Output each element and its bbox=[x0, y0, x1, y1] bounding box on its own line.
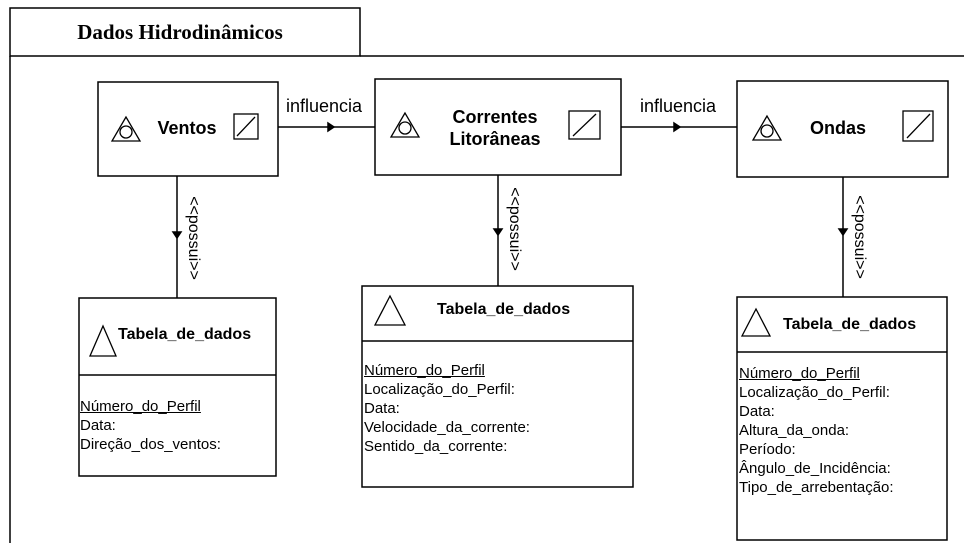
entity-icon bbox=[751, 114, 783, 141]
edge-label-possui-3: <<possui>> bbox=[851, 195, 868, 279]
class-name-correntes: Correntes Litorâneas bbox=[425, 104, 565, 152]
attribute-primary-key: Número_do_Perfil bbox=[80, 398, 201, 415]
table-box-ondas[interactable] bbox=[736, 296, 948, 541]
association-possui-3 bbox=[837, 177, 849, 297]
attribute-primary-key: Número_do_Perfil bbox=[364, 362, 485, 379]
table-triangle-icon bbox=[373, 294, 407, 326]
attribute: Ângulo_de_Incidência: bbox=[739, 460, 891, 477]
edge-label-influencia-1: influencia bbox=[286, 96, 363, 116]
edit-icon bbox=[902, 110, 934, 142]
attribute-primary-key: Número_do_Perfil bbox=[739, 365, 860, 382]
table-name-correntes: Tabela_de_dados bbox=[437, 301, 571, 318]
table-box-correntes[interactable] bbox=[361, 285, 634, 488]
attribute: Altura_da_onda: bbox=[739, 422, 850, 439]
package-title: Dados Hidrodinâmicos bbox=[77, 19, 283, 44]
class-name-ventos: Ventos bbox=[157, 118, 217, 138]
class-box-ventos[interactable] bbox=[97, 81, 279, 177]
attribute: Velocidade_da_corrente: bbox=[364, 419, 530, 436]
edge-label-possui-1: <<possui>> bbox=[185, 196, 202, 280]
attribute: Direção_dos_ventos: bbox=[80, 436, 221, 453]
association-influencia-1 bbox=[278, 121, 375, 133]
attribute: Tipo_de_arrebentação: bbox=[739, 479, 894, 496]
class-name-correntes-line1: Correntes bbox=[452, 107, 538, 127]
package-frame bbox=[9, 7, 964, 543]
attribute: Data: bbox=[80, 417, 116, 434]
attribute: Sentido_da_corrente: bbox=[364, 438, 508, 455]
attribute: Localização_do_Perfil: bbox=[364, 381, 515, 398]
attribute-list-correntes: Número_do_Perfil Localização_do_Perfil: … bbox=[364, 361, 530, 456]
table-triangle-icon bbox=[740, 307, 772, 337]
edge-label-influencia-2: influencia bbox=[640, 96, 717, 116]
attribute: Data: bbox=[364, 400, 400, 417]
edit-icon bbox=[568, 110, 601, 140]
attribute-list-ondas: Número_do_Perfil Localização_do_Perfil: … bbox=[739, 364, 894, 497]
attribute: Período: bbox=[739, 441, 796, 458]
edit-icon bbox=[233, 113, 259, 140]
class-name-ondas: Ondas bbox=[809, 118, 866, 138]
attribute: Data: bbox=[739, 403, 775, 420]
attribute-list-ventos: Número_do_Perfil Data: Direção_dos_vento… bbox=[80, 397, 221, 454]
edge-label-possui-2: <<possui>> bbox=[506, 187, 523, 271]
class-name-correntes-line2: Litorâneas bbox=[449, 129, 541, 149]
entity-icon bbox=[389, 111, 421, 138]
table-name-ondas: Tabela_de_dados bbox=[783, 316, 917, 333]
association-influencia-2 bbox=[621, 121, 737, 133]
attribute: Localização_do_Perfil: bbox=[739, 384, 890, 401]
entity-icon bbox=[110, 115, 142, 142]
table-box-ventos[interactable] bbox=[78, 297, 277, 477]
association-possui-2 bbox=[492, 175, 504, 286]
association-possui-1 bbox=[171, 176, 183, 298]
table-triangle-icon bbox=[89, 324, 117, 357]
table-name-ventos: Tabela_de_dados bbox=[118, 326, 252, 343]
